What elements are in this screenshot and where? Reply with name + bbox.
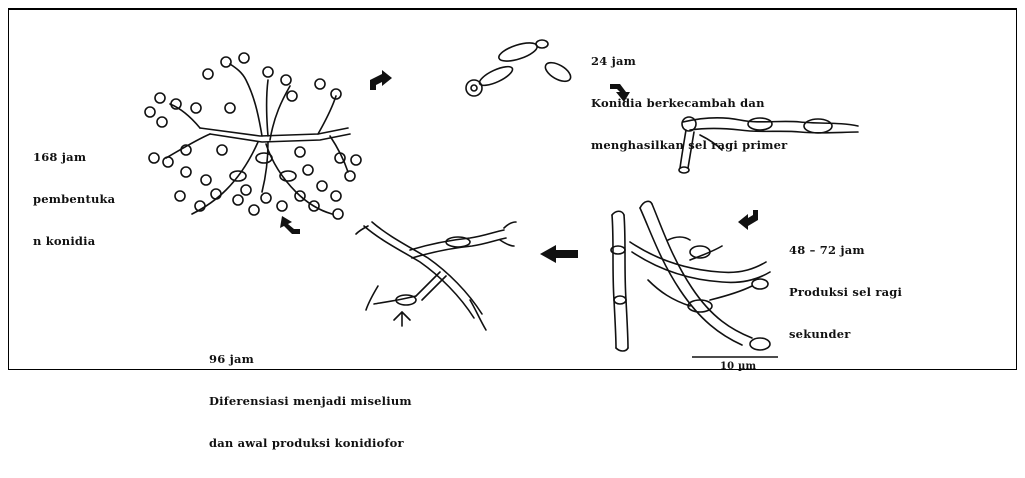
germinating-conidia	[466, 39, 574, 96]
stage-168h-desc-line1: pembentuka	[33, 192, 115, 206]
stage-24h-desc-line1: Konidia berkecambah dan	[591, 96, 787, 110]
stage-168h-label: 168 jam pembentuka n konidia	[33, 122, 115, 276]
scale-bar-label: 10 µm	[720, 361, 756, 373]
stage-24h-desc-line2: menghasilkan sel ragi primer	[591, 138, 787, 152]
stage-96h-time: 96 jam	[209, 352, 412, 366]
stage-24h-time: 24 jam	[591, 54, 787, 68]
mycelium	[356, 222, 516, 330]
stage-24h-label: 24 jam Konidia berkecambah dan menghasil…	[591, 26, 787, 180]
stage-168h-desc-line2: n konidia	[33, 234, 115, 248]
stage-48h-desc-line2: sekunder	[789, 327, 902, 341]
conidia-spores	[145, 53, 361, 219]
stage-96h-desc-line1: Diferensiasi menjadi miselium	[209, 394, 412, 408]
stage-96h-label: 96 jam Diferensiasi menjadi miselium dan…	[209, 324, 412, 478]
curved-arrow-to-96h-icon	[738, 210, 758, 230]
curved-arrow-to-24h-icon	[370, 70, 392, 90]
stage-96h-desc-line2: dan awal produksi konidiofor	[209, 436, 412, 450]
curved-arrow-to-168h-icon	[280, 216, 300, 234]
stage-48h-desc-line1: Produksi sel ragi	[789, 285, 902, 299]
stage-48h-time: 48 – 72 jam	[789, 243, 902, 257]
straight-arrow-to-mycelium-icon	[540, 245, 578, 263]
stage-48h-label: 48 – 72 jam Produksi sel ragi sekunder	[789, 215, 902, 369]
stage-168h-time: 168 jam	[33, 150, 115, 164]
life-cycle-figure: 24 jam Konidia berkecambah dan menghasil…	[0, 0, 1025, 379]
